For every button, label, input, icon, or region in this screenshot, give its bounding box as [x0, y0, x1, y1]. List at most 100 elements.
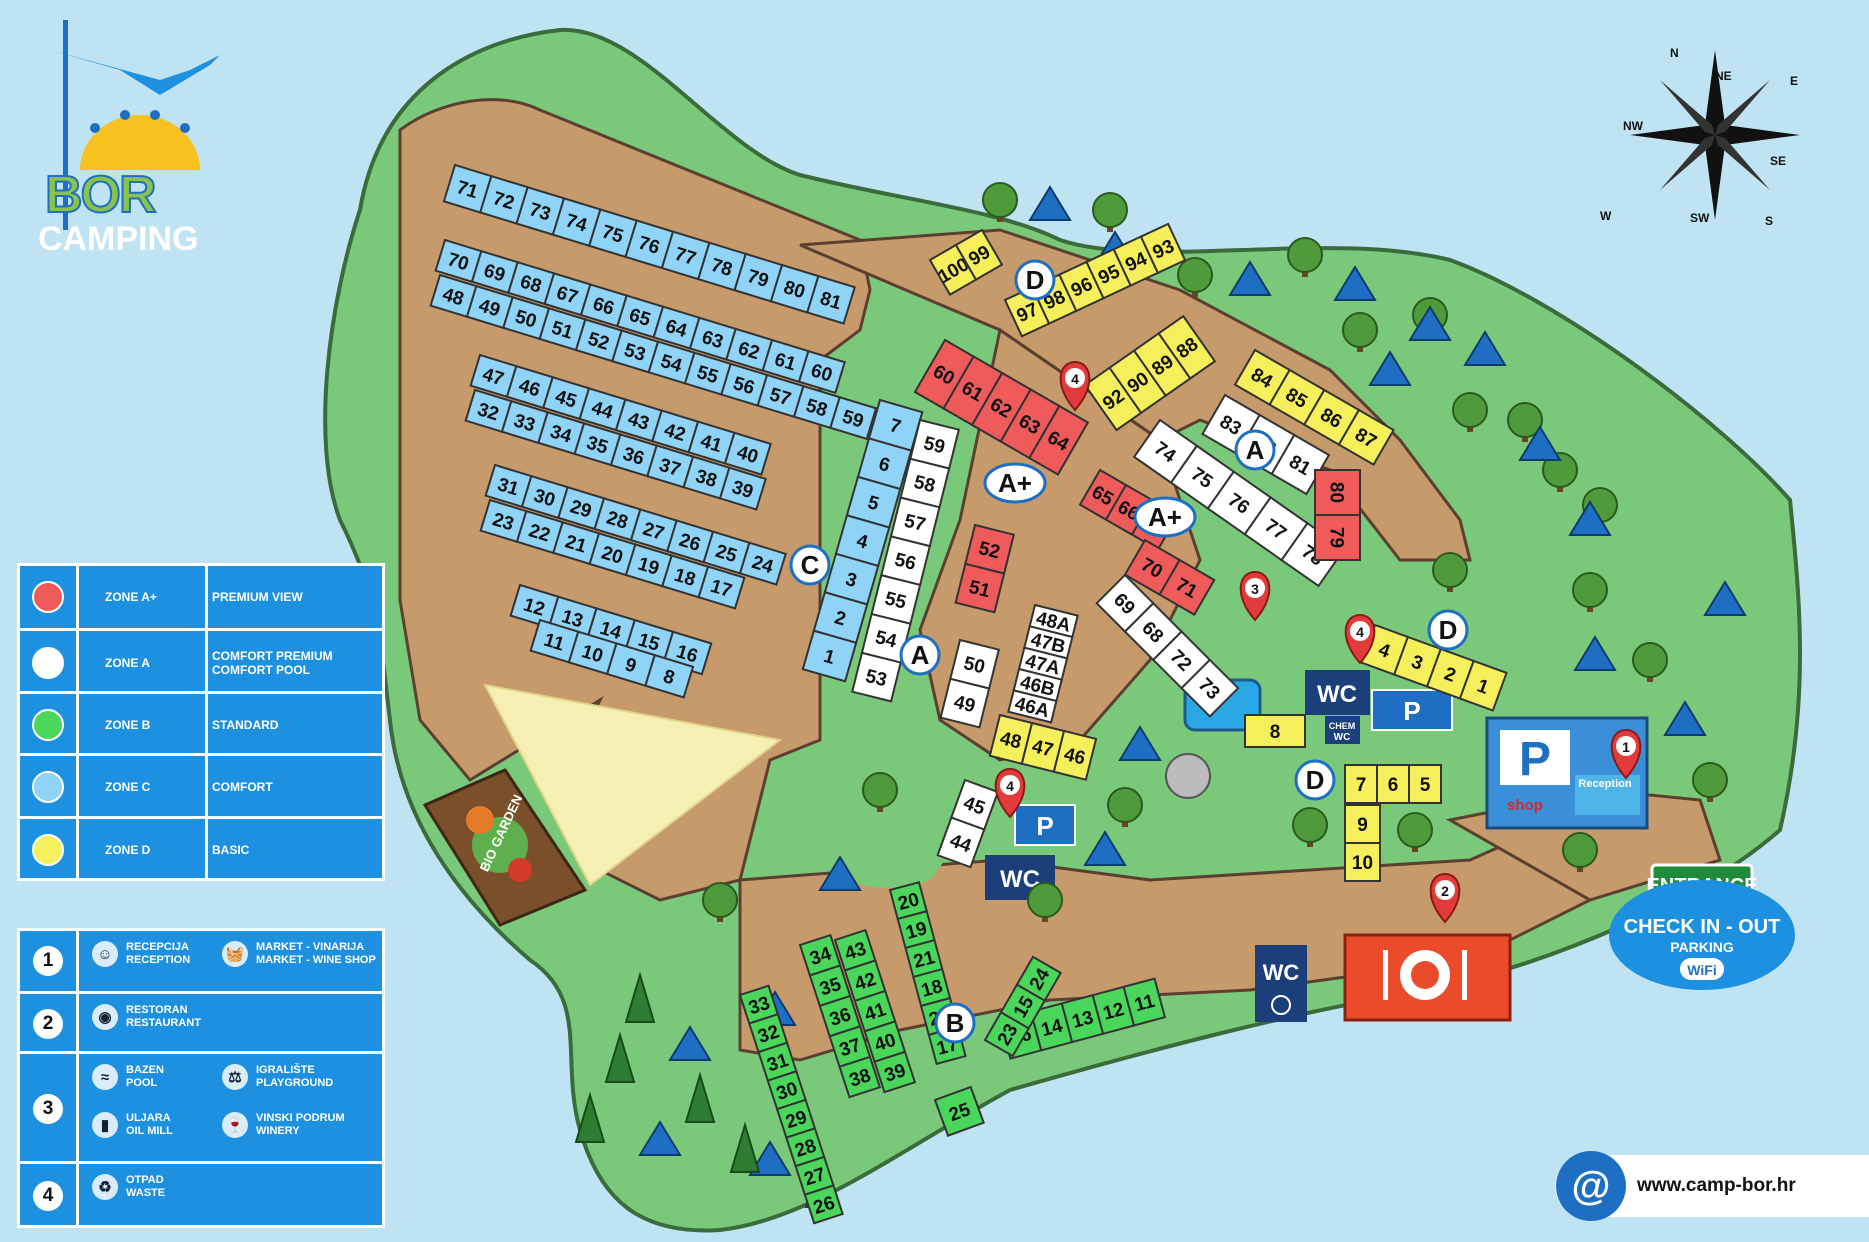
campsite-plot[interactable] [1122, 977, 1167, 1027]
plot-number: 7 [1356, 775, 1367, 796]
tree-icon [1432, 552, 1468, 588]
zone-marker [1234, 429, 1276, 471]
zone-marker-label: D [1026, 265, 1045, 295]
zone-marker [1427, 609, 1469, 651]
plot-row: 8 [1244, 714, 1306, 748]
campsite-plot[interactable] [1158, 558, 1216, 617]
plot-number: 57 [902, 511, 928, 536]
campsite-plot[interactable] [1157, 314, 1217, 380]
entrance-badge: ENTRANCE CHECK IN - OUT PARKING WiFi [1609, 863, 1795, 990]
zone-name: ZONE A+ [79, 566, 208, 629]
campsite-plot[interactable] [838, 1055, 882, 1099]
campsite-plot[interactable] [851, 651, 902, 703]
campsite-plot[interactable] [806, 274, 856, 325]
campsite-plot[interactable] [723, 431, 772, 476]
compass-ne: NE [1715, 69, 1732, 83]
tent-icon [1368, 350, 1412, 386]
compass-s: S [1765, 214, 1773, 228]
plot-number: 52 [976, 538, 1002, 563]
parking-label: P [1403, 696, 1420, 726]
campsite-plot[interactable] [1458, 659, 1508, 712]
facility-label: RECEPCIJA RECEPTION [126, 941, 191, 966]
campsite-plot[interactable] [1180, 658, 1240, 718]
campsite-plot[interactable] [1244, 714, 1306, 748]
campsite-plot[interactable] [1007, 689, 1058, 724]
tent-icon [1568, 500, 1612, 536]
campsite-plot[interactable] [1344, 842, 1381, 882]
zone-description: COMFORT PREMIUM COMFORT POOL [212, 648, 333, 677]
facility-legend: 1☺RECEPCIJA RECEPTION🧺MARKET - VINARIJA … [17, 928, 385, 1228]
pool-icon: ≈ [92, 1064, 118, 1090]
campsite-plot[interactable] [718, 466, 767, 511]
zone-name: ZONE B [79, 693, 208, 757]
campsite-plot[interactable] [1139, 222, 1187, 275]
svg-text:WC: WC [1334, 732, 1351, 743]
campsite-plot[interactable] [1027, 404, 1090, 476]
campsite-plot[interactable] [936, 816, 986, 869]
website-url[interactable]: www.camp-bor.hr [1637, 1175, 1796, 1196]
campsite-plot[interactable] [1344, 764, 1378, 804]
tree-icon [1542, 452, 1578, 488]
tent-icon [1228, 260, 1272, 296]
facility-item: 🍷VINSKI PODRUM WINERY [222, 1112, 345, 1138]
zone-legend-row: ZONE A+PREMIUM VIEW [20, 566, 382, 629]
tree-icon [862, 772, 898, 808]
zone-marker-label: D [1439, 615, 1458, 645]
campsite-plot[interactable] [1337, 408, 1395, 467]
pin-number: 4 [1006, 778, 1014, 794]
zone-color-dot [32, 771, 64, 804]
campsite-plot[interactable] [803, 1184, 844, 1225]
pine-tree-icon [624, 971, 656, 1023]
zone-marker [1133, 496, 1197, 538]
shop-label: shop [1507, 797, 1543, 814]
campsite-plot[interactable] [954, 228, 1004, 282]
facility-item: ☺RECEPCIJA RECEPTION [92, 941, 190, 967]
campsite-plot[interactable] [1015, 955, 1063, 1002]
zone-name: ZONE D [79, 818, 208, 881]
facility-number: 3 [33, 1094, 63, 1124]
zone-color-dot [32, 708, 64, 741]
zone-color-dot [32, 833, 64, 866]
facility-number: 2 [33, 1009, 63, 1039]
campsite-plot[interactable] [954, 562, 1006, 614]
tent-icon [1083, 830, 1127, 866]
tree-icon [1342, 312, 1378, 348]
campsite-plot[interactable] [1052, 729, 1098, 781]
pin-number: 4 [1356, 624, 1364, 640]
campsite-plot[interactable] [939, 677, 991, 729]
campsite-plot[interactable] [644, 653, 695, 699]
plot-number: 50 [961, 653, 987, 678]
campsite-plot[interactable] [873, 1050, 917, 1094]
seesaw-icon: ⚖ [222, 1064, 248, 1090]
campsite-plot[interactable] [829, 395, 878, 441]
campsite-plot[interactable] [1314, 514, 1361, 561]
tree-icon [1092, 192, 1128, 228]
zone-name: ZONE C [79, 756, 208, 819]
campsite-plot[interactable] [797, 349, 846, 395]
compass-w: W [1600, 209, 1612, 223]
campsite-plot[interactable] [933, 1085, 985, 1137]
bottle-icon: ▮ [92, 1112, 118, 1138]
campsite-plot[interactable] [1408, 764, 1442, 804]
campsite-plot[interactable] [738, 541, 787, 586]
sand-field [483, 683, 783, 887]
parking-label: P [1036, 811, 1053, 841]
pine-tree-icon [604, 1031, 636, 1083]
tent-icon [818, 855, 862, 891]
campsite-plot[interactable] [1344, 804, 1381, 844]
facility-legend-row: 3≈BAZEN POOL⚖IGRALIŠTE PLAYGROUND▮ULJARA… [20, 1051, 382, 1164]
zone-marker [789, 544, 831, 586]
campsite-plot[interactable] [801, 629, 858, 683]
campsite-plot[interactable] [697, 565, 746, 610]
